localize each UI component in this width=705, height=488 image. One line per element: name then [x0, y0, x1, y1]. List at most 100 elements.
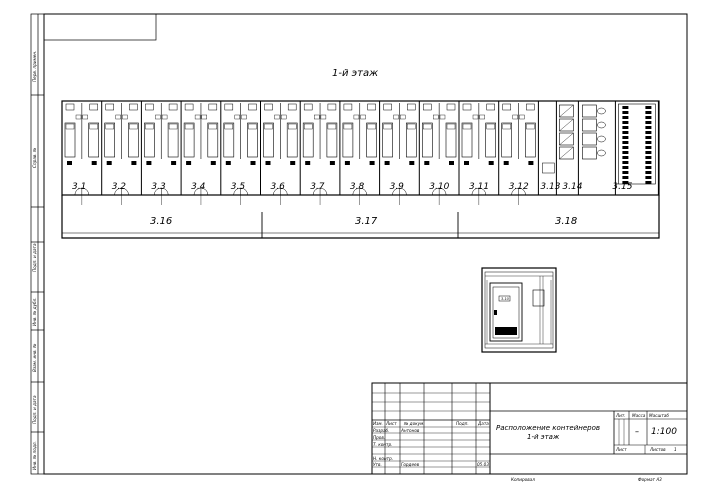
cabinet: [449, 161, 454, 165]
cabinet: [67, 161, 72, 165]
bed: [144, 122, 155, 158]
bed: [485, 122, 497, 158]
shower-stall: [559, 118, 574, 132]
bed: [302, 122, 314, 158]
pillow: [129, 123, 138, 130]
rack-item: [622, 151, 629, 154]
door-swing: [233, 187, 241, 196]
cabinet: [171, 161, 177, 165]
side-stamp-label: Инв. № дубл.: [32, 297, 37, 326]
header-list: Лист: [385, 421, 397, 426]
cabinet: [344, 161, 350, 165]
mass-value: –: [635, 427, 639, 436]
table: [343, 103, 353, 111]
rack-item: [645, 131, 652, 134]
door-swing: [439, 187, 447, 196]
door-swing: [471, 187, 480, 196]
rack-item: [622, 136, 629, 139]
pillow: [105, 123, 114, 130]
table: [65, 103, 75, 111]
container-detail: [481, 267, 557, 353]
cabinet: [146, 161, 152, 165]
chair: [75, 114, 82, 120]
table: [367, 103, 376, 111]
pillow: [224, 123, 234, 130]
mass-label: Масса: [632, 413, 646, 418]
pillow: [462, 123, 472, 130]
chair: [353, 114, 360, 120]
pillow: [486, 123, 495, 130]
rack-item: [622, 176, 629, 179]
chair: [360, 114, 366, 120]
door-swing: [352, 187, 360, 196]
rack-item: [645, 121, 652, 124]
header-izm: Изм.: [373, 421, 383, 426]
door-swing: [193, 187, 202, 196]
table: [303, 103, 313, 111]
door-swing: [312, 187, 321, 196]
table: [423, 103, 432, 111]
room-label: 3.13: [540, 182, 560, 192]
shower-stall: [559, 104, 574, 118]
chair: [479, 114, 485, 120]
bed: [382, 122, 393, 158]
door-swing: [81, 187, 90, 196]
door-swing: [511, 187, 519, 196]
bed: [445, 122, 457, 158]
door-swing: [280, 187, 288, 196]
room-label: 3.9: [390, 182, 405, 192]
door-swing: [154, 187, 162, 196]
storage-unit: [618, 103, 656, 185]
top-left-box: [43, 13, 157, 41]
cabinet: [290, 161, 296, 165]
drawing-title: Расположение контейнеров: [496, 424, 600, 432]
pillow: [248, 123, 257, 130]
table: [105, 103, 114, 111]
table: [208, 103, 218, 111]
role-tech-control: Т. контр.: [373, 442, 392, 447]
cabinet: [305, 161, 311, 165]
cabinet: [424, 161, 430, 165]
chair: [281, 114, 287, 120]
table: [184, 103, 194, 111]
table: [145, 103, 154, 111]
room-label: 3.8: [350, 182, 365, 192]
chair: [82, 114, 88, 120]
pillow: [304, 123, 313, 130]
bed: [263, 122, 274, 158]
bed: [342, 122, 354, 158]
shower-mark: [559, 104, 574, 118]
rack-item: [622, 111, 629, 114]
toilet-bowl: [597, 135, 606, 143]
scale-value: 1:100: [651, 427, 677, 437]
bed: [525, 122, 536, 158]
pillow: [327, 123, 337, 130]
scale-label: Масштаб: [649, 413, 669, 418]
pillow: [502, 123, 511, 130]
room-label: 3.2: [112, 182, 127, 192]
table: [502, 103, 511, 111]
pillow: [208, 123, 218, 130]
pillow: [367, 123, 376, 130]
chair: [161, 114, 168, 120]
door-swing: [359, 187, 367, 196]
pillow: [526, 123, 535, 130]
drawing-subtitle: 1-й этаж: [527, 433, 560, 441]
chair: [201, 114, 208, 120]
chair: [519, 114, 525, 120]
side-stamp-label: Взам. инв. №: [32, 343, 37, 372]
pillow: [264, 123, 273, 130]
cabinet: [210, 161, 216, 165]
table: [129, 103, 138, 111]
door-swing: [320, 187, 328, 196]
chair: [472, 114, 479, 120]
cabinet: [409, 161, 415, 165]
rack-item: [645, 106, 652, 109]
rack-item: [622, 166, 629, 169]
rack-item: [622, 171, 629, 174]
role-approver: Утв.: [373, 462, 382, 467]
cabinet: [369, 161, 375, 165]
bed: [128, 122, 139, 158]
